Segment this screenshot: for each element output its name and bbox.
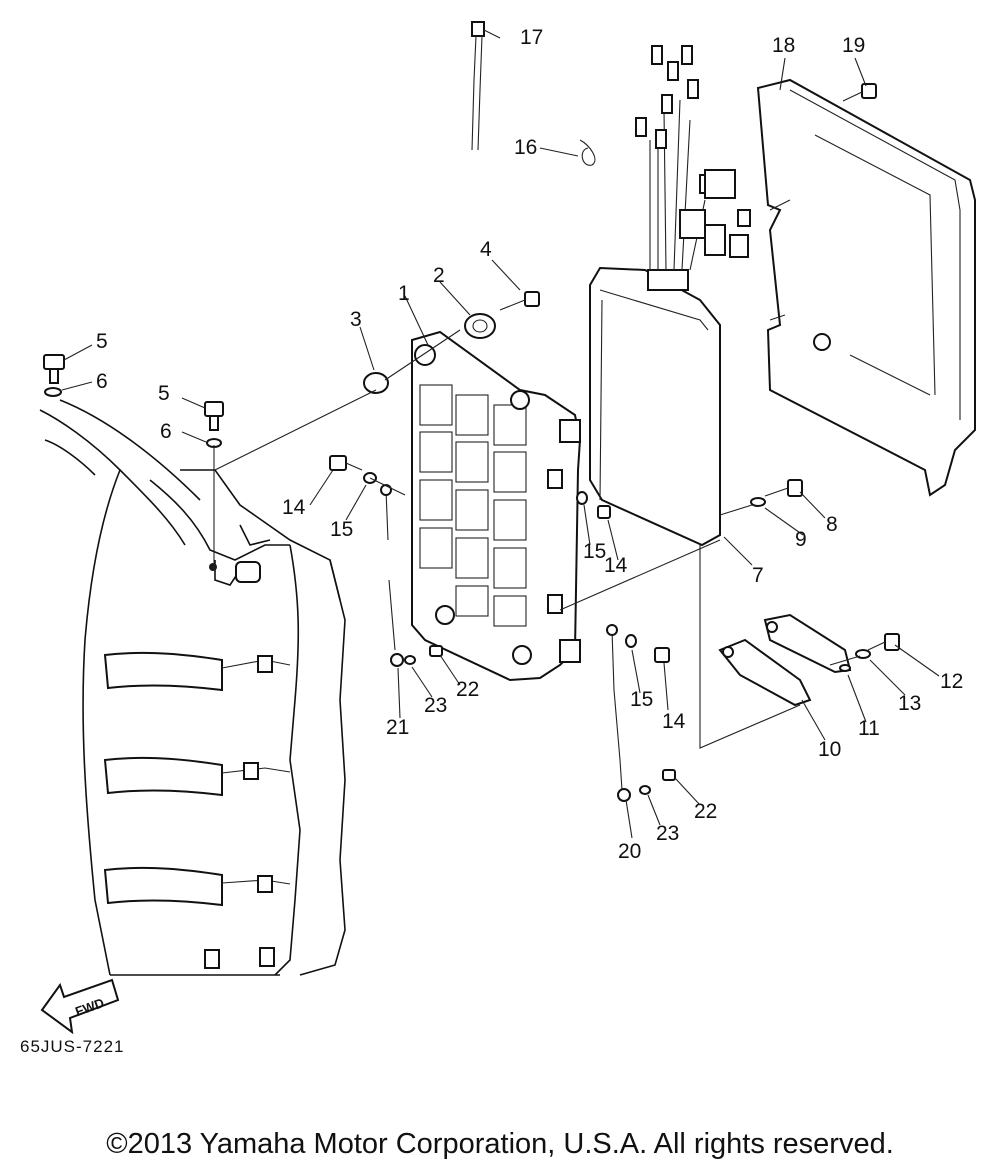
callout-10: 10 (818, 738, 841, 761)
callout-4: 4 (480, 238, 492, 261)
callout-19: 19 (842, 34, 865, 57)
callout-6a: 6 (96, 370, 108, 393)
callout-23b: 23 (656, 822, 679, 845)
callout-1: 1 (398, 282, 410, 305)
hardware (43, 21, 900, 802)
engine-block-outline (39, 399, 346, 976)
callout-14c: 14 (662, 710, 686, 733)
callout-17: 17 (520, 26, 543, 49)
control-unit (589, 45, 751, 547)
callout-5a: 5 (96, 330, 108, 353)
callout-21: 21 (386, 716, 409, 739)
callout-labels: 1 2 3 4 5 5 6 6 7 8 9 10 11 12 13 14 14 … (96, 26, 963, 863)
callout-8: 8 (826, 513, 838, 536)
leader-lines (61, 29, 940, 839)
drawing-code: 65JUS-7221 (20, 1037, 125, 1056)
callout-5b: 5 (158, 382, 170, 405)
callout-14b: 14 (604, 554, 628, 577)
callout-7: 7 (752, 564, 764, 587)
center-lines (213, 329, 861, 749)
callout-14a: 14 (282, 496, 306, 519)
plate (718, 613, 852, 707)
copyright-notice: ©2013 Yamaha Motor Corporation, U.S.A. A… (106, 1128, 894, 1160)
callout-23a: 23 (424, 694, 447, 717)
callout-6b: 6 (160, 420, 172, 443)
callout-13: 13 (898, 692, 921, 715)
cover (756, 78, 976, 497)
callout-15c: 15 (630, 688, 653, 711)
callout-16: 16 (514, 136, 537, 159)
callout-12: 12 (940, 670, 963, 693)
callout-20: 20 (618, 840, 641, 863)
callout-18: 18 (772, 34, 795, 57)
callout-9: 9 (795, 528, 807, 551)
mounting-bracket (411, 330, 582, 682)
callout-3: 3 (350, 308, 362, 331)
callout-22b: 22 (694, 800, 717, 823)
callout-22a: 22 (456, 678, 479, 701)
callout-2: 2 (433, 264, 445, 287)
callout-11: 11 (858, 717, 880, 740)
callout-15b: 15 (583, 540, 606, 563)
fwd-arrow: FWD (40, 978, 120, 1035)
callout-15a: 15 (330, 518, 353, 541)
